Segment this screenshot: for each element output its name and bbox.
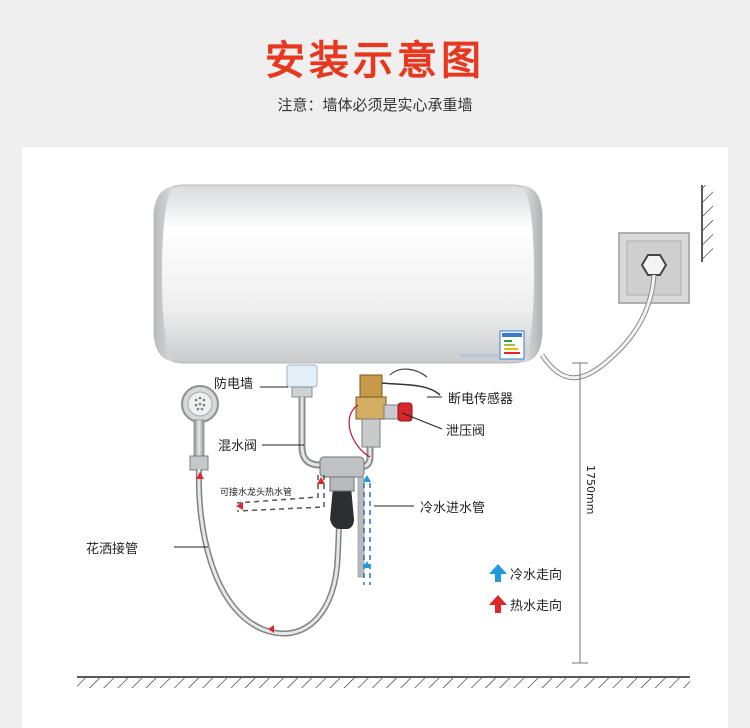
floor-hatch bbox=[77, 676, 690, 688]
safety-valve-assembly bbox=[355, 374, 413, 448]
label-anti-shock: 防电墙 bbox=[214, 377, 254, 392]
shower-head bbox=[181, 385, 219, 471]
legend-hot: 热水走向 bbox=[488, 594, 562, 614]
legend-cold-label: 冷水走向 bbox=[510, 567, 563, 583]
wall-socket bbox=[618, 232, 690, 304]
mixing-valve bbox=[319, 456, 365, 529]
page-subtitle: 注意：墙体必须是实心承重墙 bbox=[277, 96, 473, 114]
label-shower-hose: 花洒接管 bbox=[86, 542, 139, 557]
page-title: 安装示意图 bbox=[265, 38, 485, 84]
label-power-sensor: 断电传感器 bbox=[448, 392, 514, 407]
arrow-up-red-icon bbox=[489, 595, 507, 613]
label-hot-pipe-note: 可接水龙头热水管 bbox=[220, 488, 293, 498]
label-pressure-valve: 泄压阀 bbox=[446, 424, 486, 439]
water-heater-tank bbox=[153, 184, 543, 364]
installation-diagram bbox=[77, 184, 713, 688]
label-height: 1750mm bbox=[584, 465, 597, 515]
legend-cold: 冷水走向 bbox=[488, 563, 562, 583]
cold-flow-dashed bbox=[363, 483, 371, 585]
legend-hot-label: 热水走向 bbox=[510, 598, 563, 614]
hot-flow-dashed bbox=[236, 475, 325, 512]
label-mixing-valve: 混水阀 bbox=[218, 439, 258, 454]
sensor-cable bbox=[381, 382, 441, 396]
arrow-up-blue-icon bbox=[489, 564, 507, 582]
label-cold-inlet: 冷水进水管 bbox=[420, 501, 486, 516]
leader-lines bbox=[174, 386, 443, 548]
height-dimension bbox=[572, 362, 588, 664]
anti-shock-connector bbox=[286, 364, 318, 398]
diagram-panel: 防电墙 断电传感器 混水阀 泄压阀 可接水龙头热水管 冷水进水管 花洒接管 17… bbox=[22, 147, 728, 728]
flow-arrows bbox=[196, 472, 371, 633]
wall-hatch bbox=[701, 185, 713, 262]
